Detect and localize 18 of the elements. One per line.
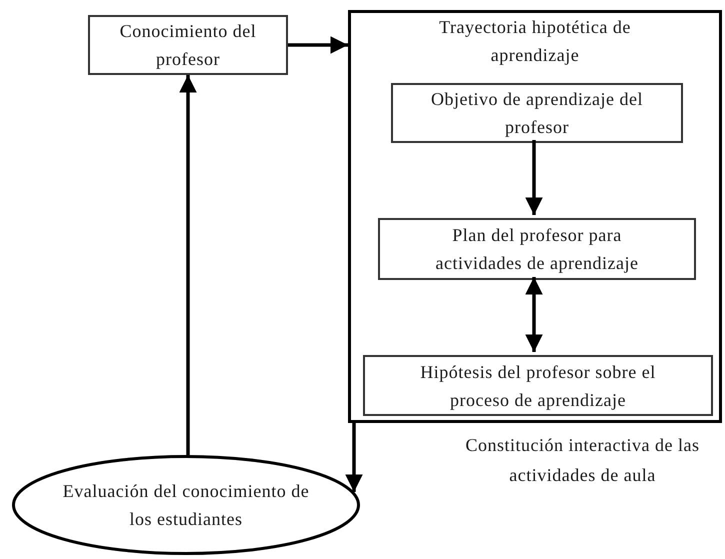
- node-label: Objetivo de aprendizaje del profesor: [430, 88, 644, 139]
- evaluation-ellipse: [12, 455, 360, 555]
- arrow: [288, 36, 348, 54]
- node-label: Evaluación del conocimiento de los estudiantes: [62, 480, 310, 531]
- node-label: Hipótesis del profesor sobre el proceso de aprendizaje: [419, 360, 657, 412]
- node-label: Conocimiento del profesor: [118, 20, 258, 71]
- arrow: [179, 75, 197, 455]
- node-label: Plan del profesor para actividades de aprendizaje: [434, 224, 640, 275]
- arrow: [525, 277, 543, 352]
- annotation-text: Constitución interactiva de las actividades de aula: [464, 434, 700, 487]
- process-box: [88, 15, 288, 75]
- group-box: [348, 10, 722, 423]
- arrow: [345, 423, 363, 492]
- process-box: [378, 218, 696, 280]
- group-title: Trayectoria hipotética de aprendizaje: [438, 16, 632, 67]
- arrow: [525, 140, 543, 215]
- process-box: [363, 355, 713, 416]
- process-box: [391, 83, 683, 143]
